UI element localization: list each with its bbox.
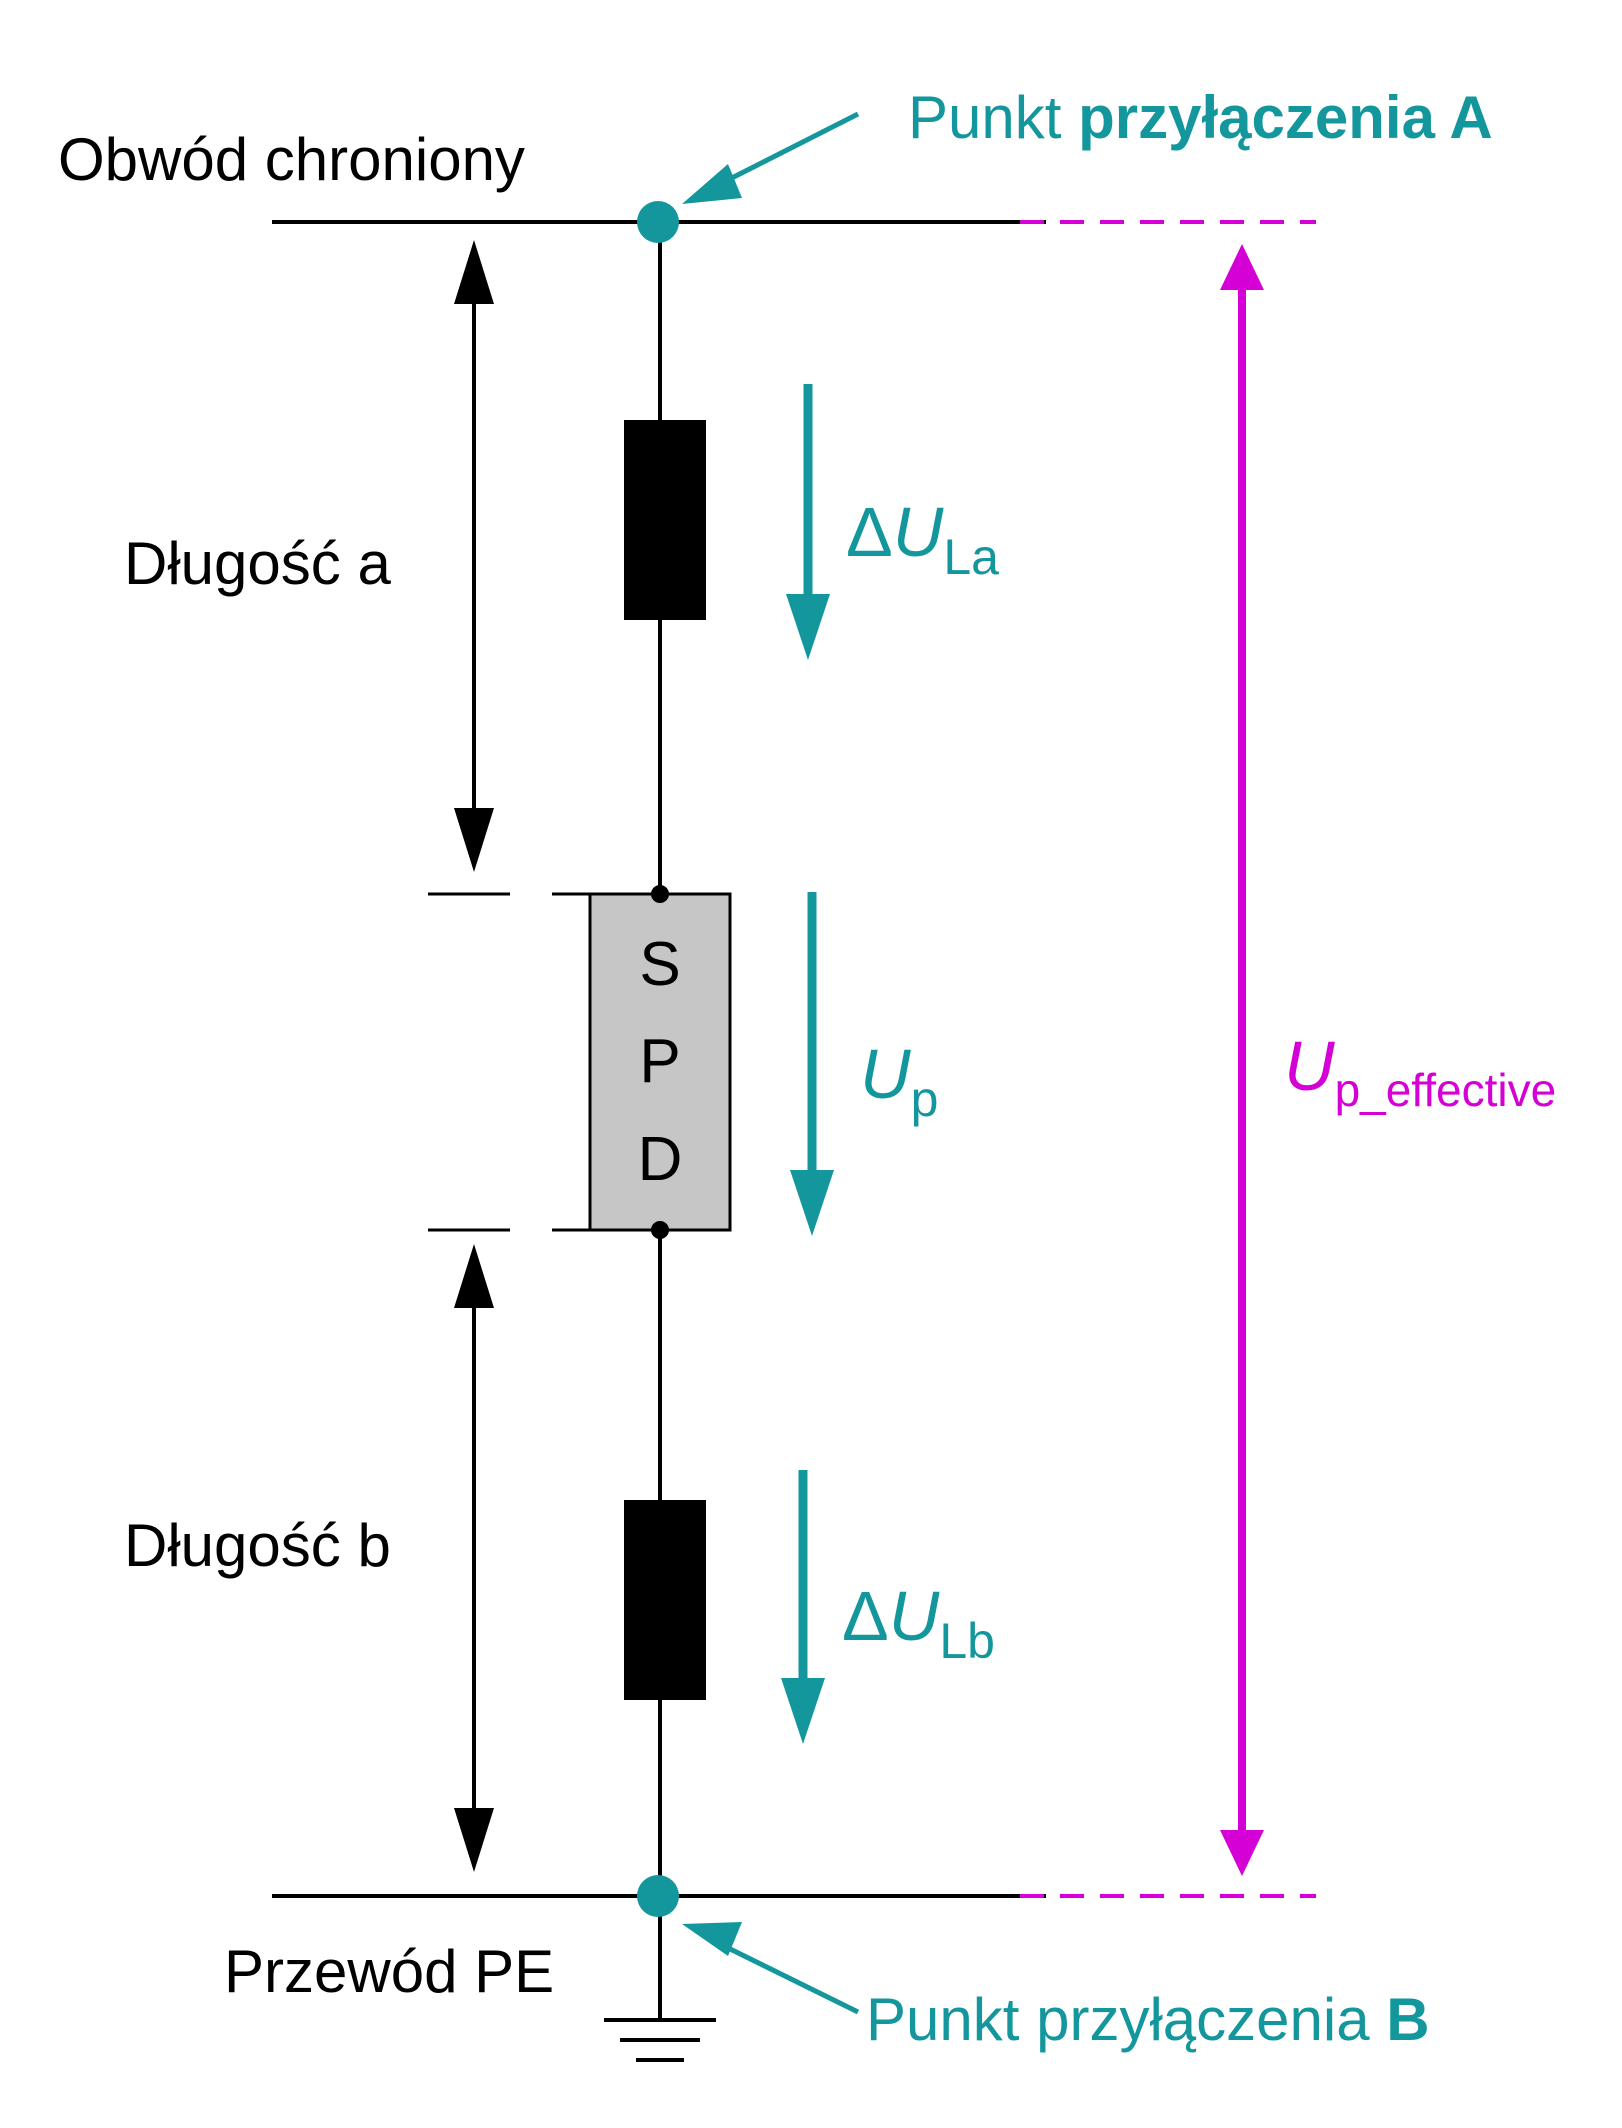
point-a-label-prefix: Punkt <box>908 84 1078 151</box>
delta-u-la-label: ΔULa <box>846 493 999 585</box>
voltage-symbol: U <box>860 1035 911 1113</box>
protected-circuit-label: Obwód chroniony <box>58 126 525 193</box>
p-effective-subscript: p_effective <box>1335 1064 1557 1116</box>
point-b-label-prefix: Punkt przyłączenia <box>866 1986 1386 2053</box>
length-b-dimension-arrow <box>454 1244 494 1872</box>
point-b-pointer-arrow <box>682 1922 860 2015</box>
voltage-symbol: U <box>893 493 944 571</box>
delta-u-lb-arrow <box>781 1470 825 1744</box>
spd-top-terminal <box>651 885 669 903</box>
length-a-label: Długość a <box>124 530 391 597</box>
lb-subscript: Lb <box>939 1613 995 1669</box>
point-a-pointer-arrow <box>682 111 860 204</box>
delta-symbol: Δ <box>846 493 893 571</box>
u-p-arrow <box>790 892 834 1236</box>
connection-point-b-label: Punkt przyłączenia B <box>866 1986 1430 2053</box>
length-b-label: Długość b <box>124 1512 391 1579</box>
point-a-label-bold: przyłączenia A <box>1078 84 1493 151</box>
inductance-b <box>624 1500 706 1700</box>
voltage-symbol: U <box>1284 1027 1335 1105</box>
spd-letter-s: S <box>639 930 680 999</box>
length-a-dimension-arrow <box>454 240 494 872</box>
spd-device <box>588 892 732 1232</box>
u-p-effective-label: Up_effective <box>1284 1027 1556 1116</box>
connection-point-a <box>637 201 679 243</box>
u-p-label: Up <box>860 1035 938 1127</box>
inductance-a <box>624 420 706 620</box>
delta-symbol: Δ <box>842 1577 889 1655</box>
u-p-effective-arrow <box>1220 244 1264 1876</box>
spd-bottom-terminal <box>651 1221 669 1239</box>
delta-u-lb-label: ΔULb <box>842 1577 995 1669</box>
voltage-symbol: U <box>889 1577 940 1655</box>
pe-conductor-label: Przewód PE <box>224 1938 554 2005</box>
spd-letter-d: D <box>638 1125 683 1194</box>
la-subscript: La <box>943 529 999 585</box>
ground-symbol <box>604 2018 716 2062</box>
delta-u-la-arrow <box>786 384 830 660</box>
connection-point-a-label: Punkt przyłączenia A <box>908 84 1493 151</box>
p-subscript: p <box>911 1071 939 1127</box>
connection-point-b <box>637 1875 679 1917</box>
point-b-label-bold: B <box>1386 1986 1429 2053</box>
spd-letter-p: P <box>639 1027 680 1096</box>
